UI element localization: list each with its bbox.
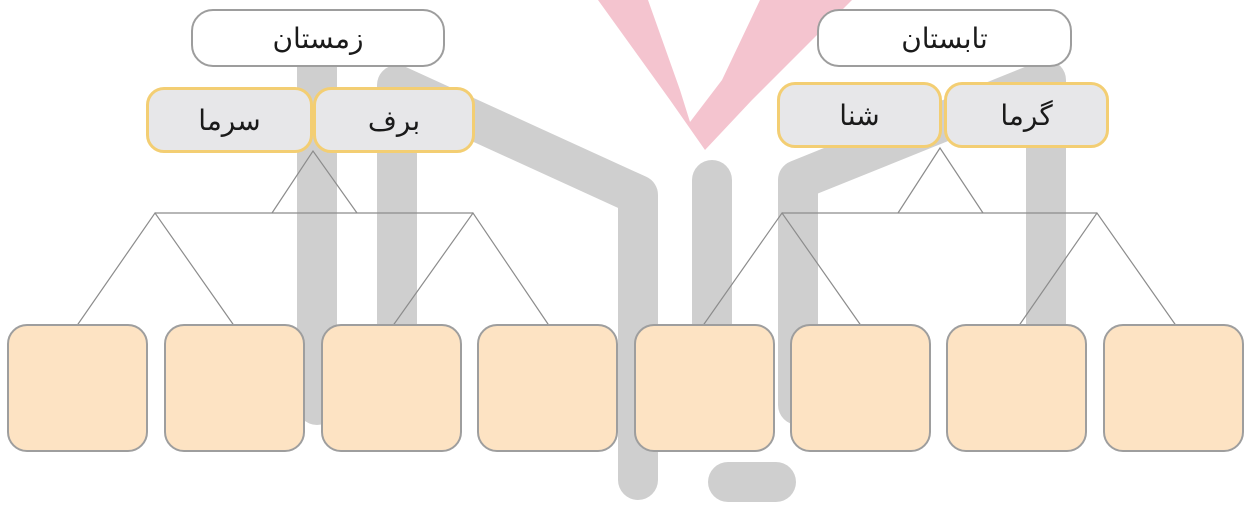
answer-box-2[interactable] <box>164 324 305 452</box>
summer-title-label: تابستان <box>901 21 988 55</box>
winter-title-box: زمستان <box>191 9 445 67</box>
concept-label-snow: برف <box>367 103 421 137</box>
answer-box-3[interactable] <box>321 324 462 452</box>
watermark-pink-shape <box>598 0 852 150</box>
answer-box-6[interactable] <box>790 324 931 452</box>
connectors-summer <box>701 146 1178 328</box>
concept-box-snow: برف <box>313 87 475 153</box>
concept-label-cold: سرما <box>198 103 261 137</box>
connector-leaf-pair-2 <box>391 211 551 328</box>
connector-leaf-pair-4 <box>1017 211 1178 328</box>
connector-leaf-pair-1 <box>75 211 236 328</box>
summer-title-box: تابستان <box>817 9 1072 67</box>
answer-box-1[interactable] <box>7 324 148 452</box>
connector-leaf-pair-3 <box>701 211 863 328</box>
answer-box-7[interactable] <box>946 324 1087 452</box>
concept-label-swimming: شنا <box>839 98 880 132</box>
answer-box-4[interactable] <box>477 324 618 452</box>
connector-concept-pair-summer <box>897 146 984 214</box>
concept-box-swimming: شنا <box>777 82 942 148</box>
concept-box-heat: گرما <box>944 82 1109 148</box>
connector-concept-pair-winter <box>271 149 358 214</box>
concept-box-cold: سرما <box>146 87 313 153</box>
answer-box-8[interactable] <box>1103 324 1244 452</box>
answer-box-5[interactable] <box>634 324 775 452</box>
winter-title-label: زمستان <box>272 21 364 55</box>
concept-label-heat: گرما <box>1000 98 1053 132</box>
connectors-winter <box>75 149 551 328</box>
